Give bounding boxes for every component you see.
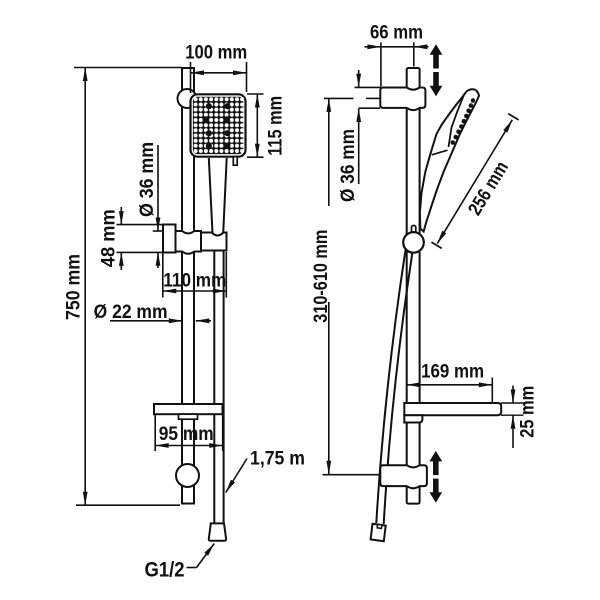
svg-text:750 mm: 750 mm — [63, 254, 84, 320]
svg-text:169 mm: 169 mm — [421, 362, 484, 383]
svg-text:Ø 22 mm: Ø 22 mm — [94, 302, 168, 323]
svg-text:115 mm: 115 mm — [265, 96, 286, 156]
svg-text:Ø 36 mm: Ø 36 mm — [137, 142, 158, 217]
svg-text:G1/2: G1/2 — [145, 559, 185, 582]
svg-text:48 mm: 48 mm — [98, 209, 119, 267]
svg-text:100 mm: 100 mm — [185, 43, 247, 64]
svg-text:66 mm: 66 mm — [370, 23, 423, 44]
svg-text:1,75 m: 1,75 m — [250, 448, 305, 469]
svg-text:Ø 36 mm: Ø 36 mm — [338, 129, 359, 202]
svg-text:110 mm: 110 mm — [163, 270, 226, 291]
svg-text:310-610 mm: 310-610 mm — [311, 230, 332, 323]
svg-text:95 mm: 95 mm — [159, 424, 214, 445]
svg-text:25 mm: 25 mm — [517, 386, 538, 438]
